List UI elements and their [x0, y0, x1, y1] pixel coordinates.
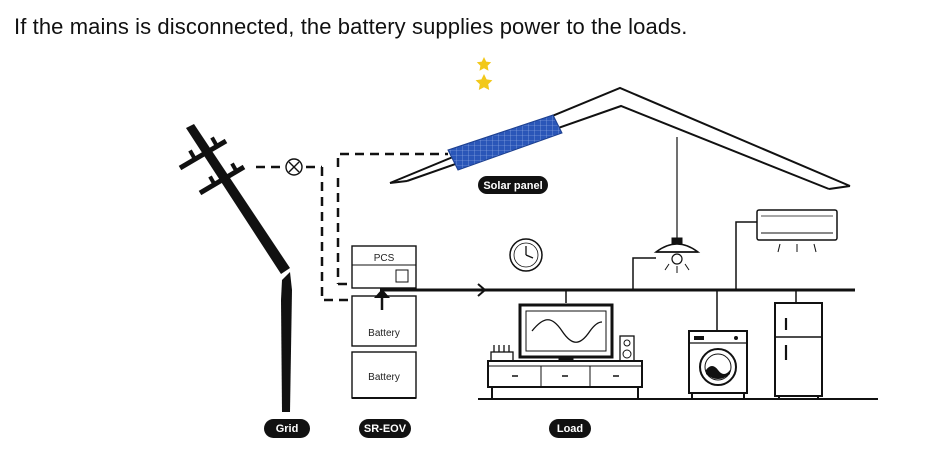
- star-icon: [476, 57, 492, 71]
- ceiling-lamp-icon: [653, 137, 701, 273]
- tv-cabinet-icon: [487, 360, 643, 398]
- pcs-label: PCS: [374, 253, 395, 264]
- sr-eov-unit: [351, 245, 417, 399]
- tv-icon: [518, 303, 614, 362]
- utility-pole-icon: [178, 124, 292, 412]
- roof: [389, 86, 851, 190]
- battery-bottom-label: Battery: [368, 372, 400, 383]
- svg-text:SR-EOV: SR-EOV: [364, 423, 407, 435]
- router-icon: [490, 345, 514, 362]
- washing-machine-icon: [688, 330, 748, 398]
- svg-text:Grid: Grid: [276, 423, 299, 435]
- diagram-caption: If the mains is disconnected, the batter…: [14, 14, 688, 39]
- speaker-icon: [619, 335, 635, 362]
- breaker-icon: [285, 158, 303, 176]
- grid-label: Grid: [264, 419, 310, 438]
- clock-icon: [509, 238, 543, 272]
- solar-panel-icon: [447, 114, 563, 171]
- up-arrow-icon: [374, 289, 390, 310]
- solar-panel-label: Solar panel: [478, 176, 548, 194]
- star-icon: [475, 74, 493, 91]
- system-label: SR-EOV: [359, 419, 411, 438]
- power-bus: [380, 283, 855, 297]
- load-connections: [565, 221, 797, 330]
- battery-top-box: [351, 295, 417, 347]
- refrigerator-icon: [774, 302, 823, 399]
- load-label: Load: [549, 419, 591, 438]
- battery-top-label: Battery: [368, 328, 400, 339]
- svg-text:Solar panel: Solar panel: [483, 180, 542, 192]
- air-conditioner-icon: [756, 209, 838, 253]
- svg-text:Load: Load: [557, 423, 583, 435]
- moon-icon: [439, 52, 478, 103]
